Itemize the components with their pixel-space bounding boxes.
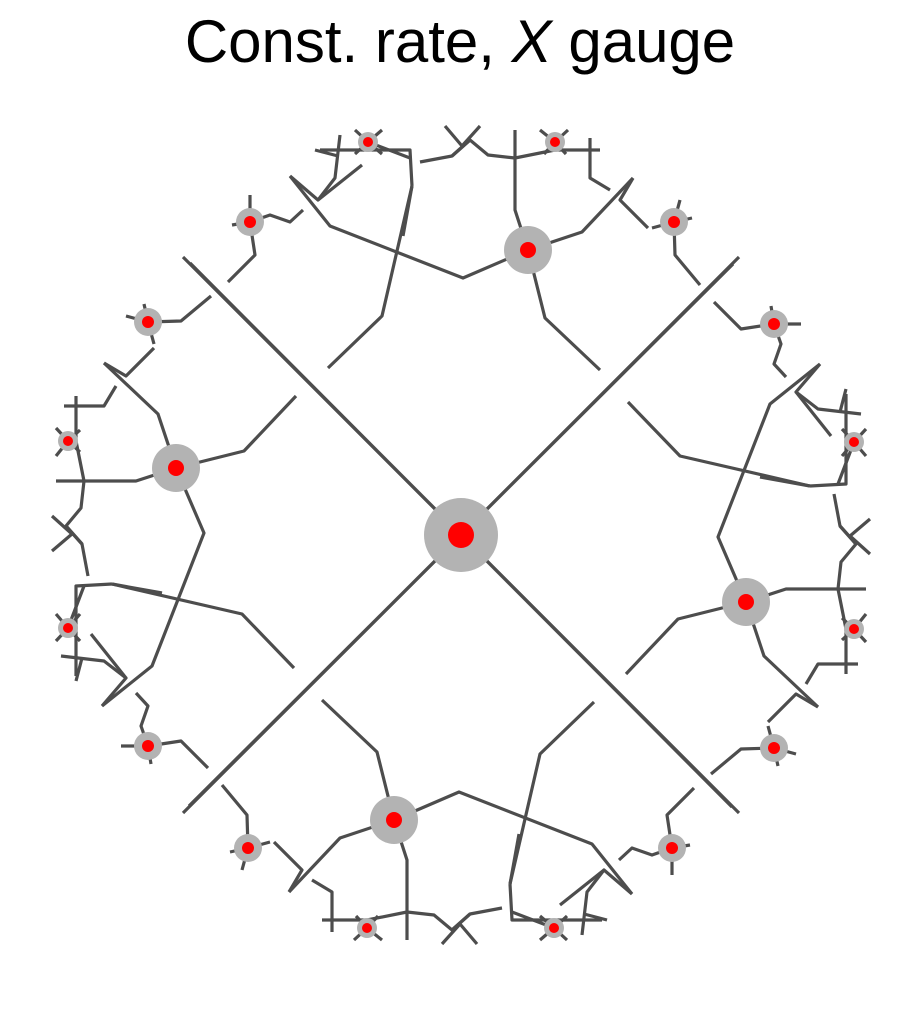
tree-node-level-3 (544, 918, 564, 938)
node-core (242, 842, 254, 854)
tree-edge (89, 633, 128, 679)
figure-title: Const. rate, X gauge (0, 6, 920, 78)
tree-node-level-3 (357, 918, 377, 938)
tree-node-level-2 (760, 310, 788, 338)
tree-node-level-3 (58, 618, 78, 638)
tree-edge (326, 185, 414, 370)
node-core (668, 216, 680, 228)
tree-edge (459, 262, 735, 537)
tree-node-level-2 (760, 734, 788, 762)
tree-edge (766, 692, 819, 724)
tree-edge (74, 657, 84, 682)
node-core (849, 437, 859, 447)
tree-edge (74, 582, 113, 676)
tree-edge (320, 148, 414, 187)
tree-node-level-2 (236, 208, 264, 236)
node-core (550, 137, 560, 147)
tree-edge (508, 833, 521, 885)
node-layer (58, 132, 864, 938)
node-core (363, 137, 373, 147)
tree-edge (272, 840, 304, 893)
tree-node-level-2 (660, 208, 688, 236)
node-core (738, 594, 754, 610)
node-core (63, 623, 73, 633)
title-suffix: gauge (551, 8, 736, 75)
tree-node-level-1 (504, 226, 552, 274)
tree-node-level-1 (370, 796, 418, 844)
tree-edge (759, 475, 811, 488)
tree-edge (317, 163, 363, 202)
node-core (362, 923, 372, 933)
node-core (666, 842, 678, 854)
node-core (768, 742, 780, 754)
tree-edge (181, 255, 463, 537)
node-core (520, 242, 536, 258)
tree-node-level-3 (58, 431, 78, 451)
title-prefix: Const. rate, (184, 8, 512, 75)
tree-edge (64, 385, 118, 408)
node-core (244, 216, 256, 228)
tree-node-level-1 (152, 444, 200, 492)
tree-edge (311, 878, 334, 932)
node-core (142, 740, 154, 752)
tree-node-level-3 (358, 132, 378, 152)
tree-edge (314, 148, 339, 158)
tree-node-level-3 (545, 132, 565, 152)
tree-edge (809, 394, 848, 488)
tree-edge (583, 912, 608, 922)
tree-edge (804, 662, 858, 685)
tree-node-level-2 (134, 308, 162, 336)
node-core (142, 316, 154, 328)
tree-edge (111, 582, 163, 595)
tree-node-level-3 (844, 619, 864, 639)
node-core (168, 460, 184, 476)
tree-edge (459, 533, 734, 809)
tree-edge (559, 868, 605, 907)
tree-edge (508, 700, 596, 885)
tree-edge (401, 185, 414, 237)
tree-node-level-0 (424, 498, 498, 572)
node-core (849, 624, 859, 634)
tree-edge (187, 533, 463, 808)
tree-edge (508, 883, 602, 922)
tree-edge (626, 400, 811, 488)
tree-node-level-2 (234, 834, 262, 862)
tree-edge (618, 177, 650, 230)
tree-edge (450, 138, 472, 158)
tree-edge (103, 346, 156, 378)
tree-edge (111, 582, 296, 670)
node-core (448, 522, 474, 548)
tree-node-level-2 (658, 834, 686, 862)
tree-edge (450, 912, 472, 932)
node-core (63, 436, 73, 446)
tree-node-level-3 (844, 432, 864, 452)
title-variable: X (511, 8, 552, 75)
tree-edge (64, 524, 84, 546)
tree-edge (838, 524, 858, 546)
tree-edge (588, 138, 611, 192)
tree-edge (794, 391, 833, 437)
tree-node-level-2 (134, 732, 162, 760)
node-core (386, 812, 402, 828)
node-core (768, 318, 780, 330)
tree-node-level-1 (722, 578, 770, 626)
tree-edge (838, 388, 848, 413)
node-core (549, 923, 559, 933)
